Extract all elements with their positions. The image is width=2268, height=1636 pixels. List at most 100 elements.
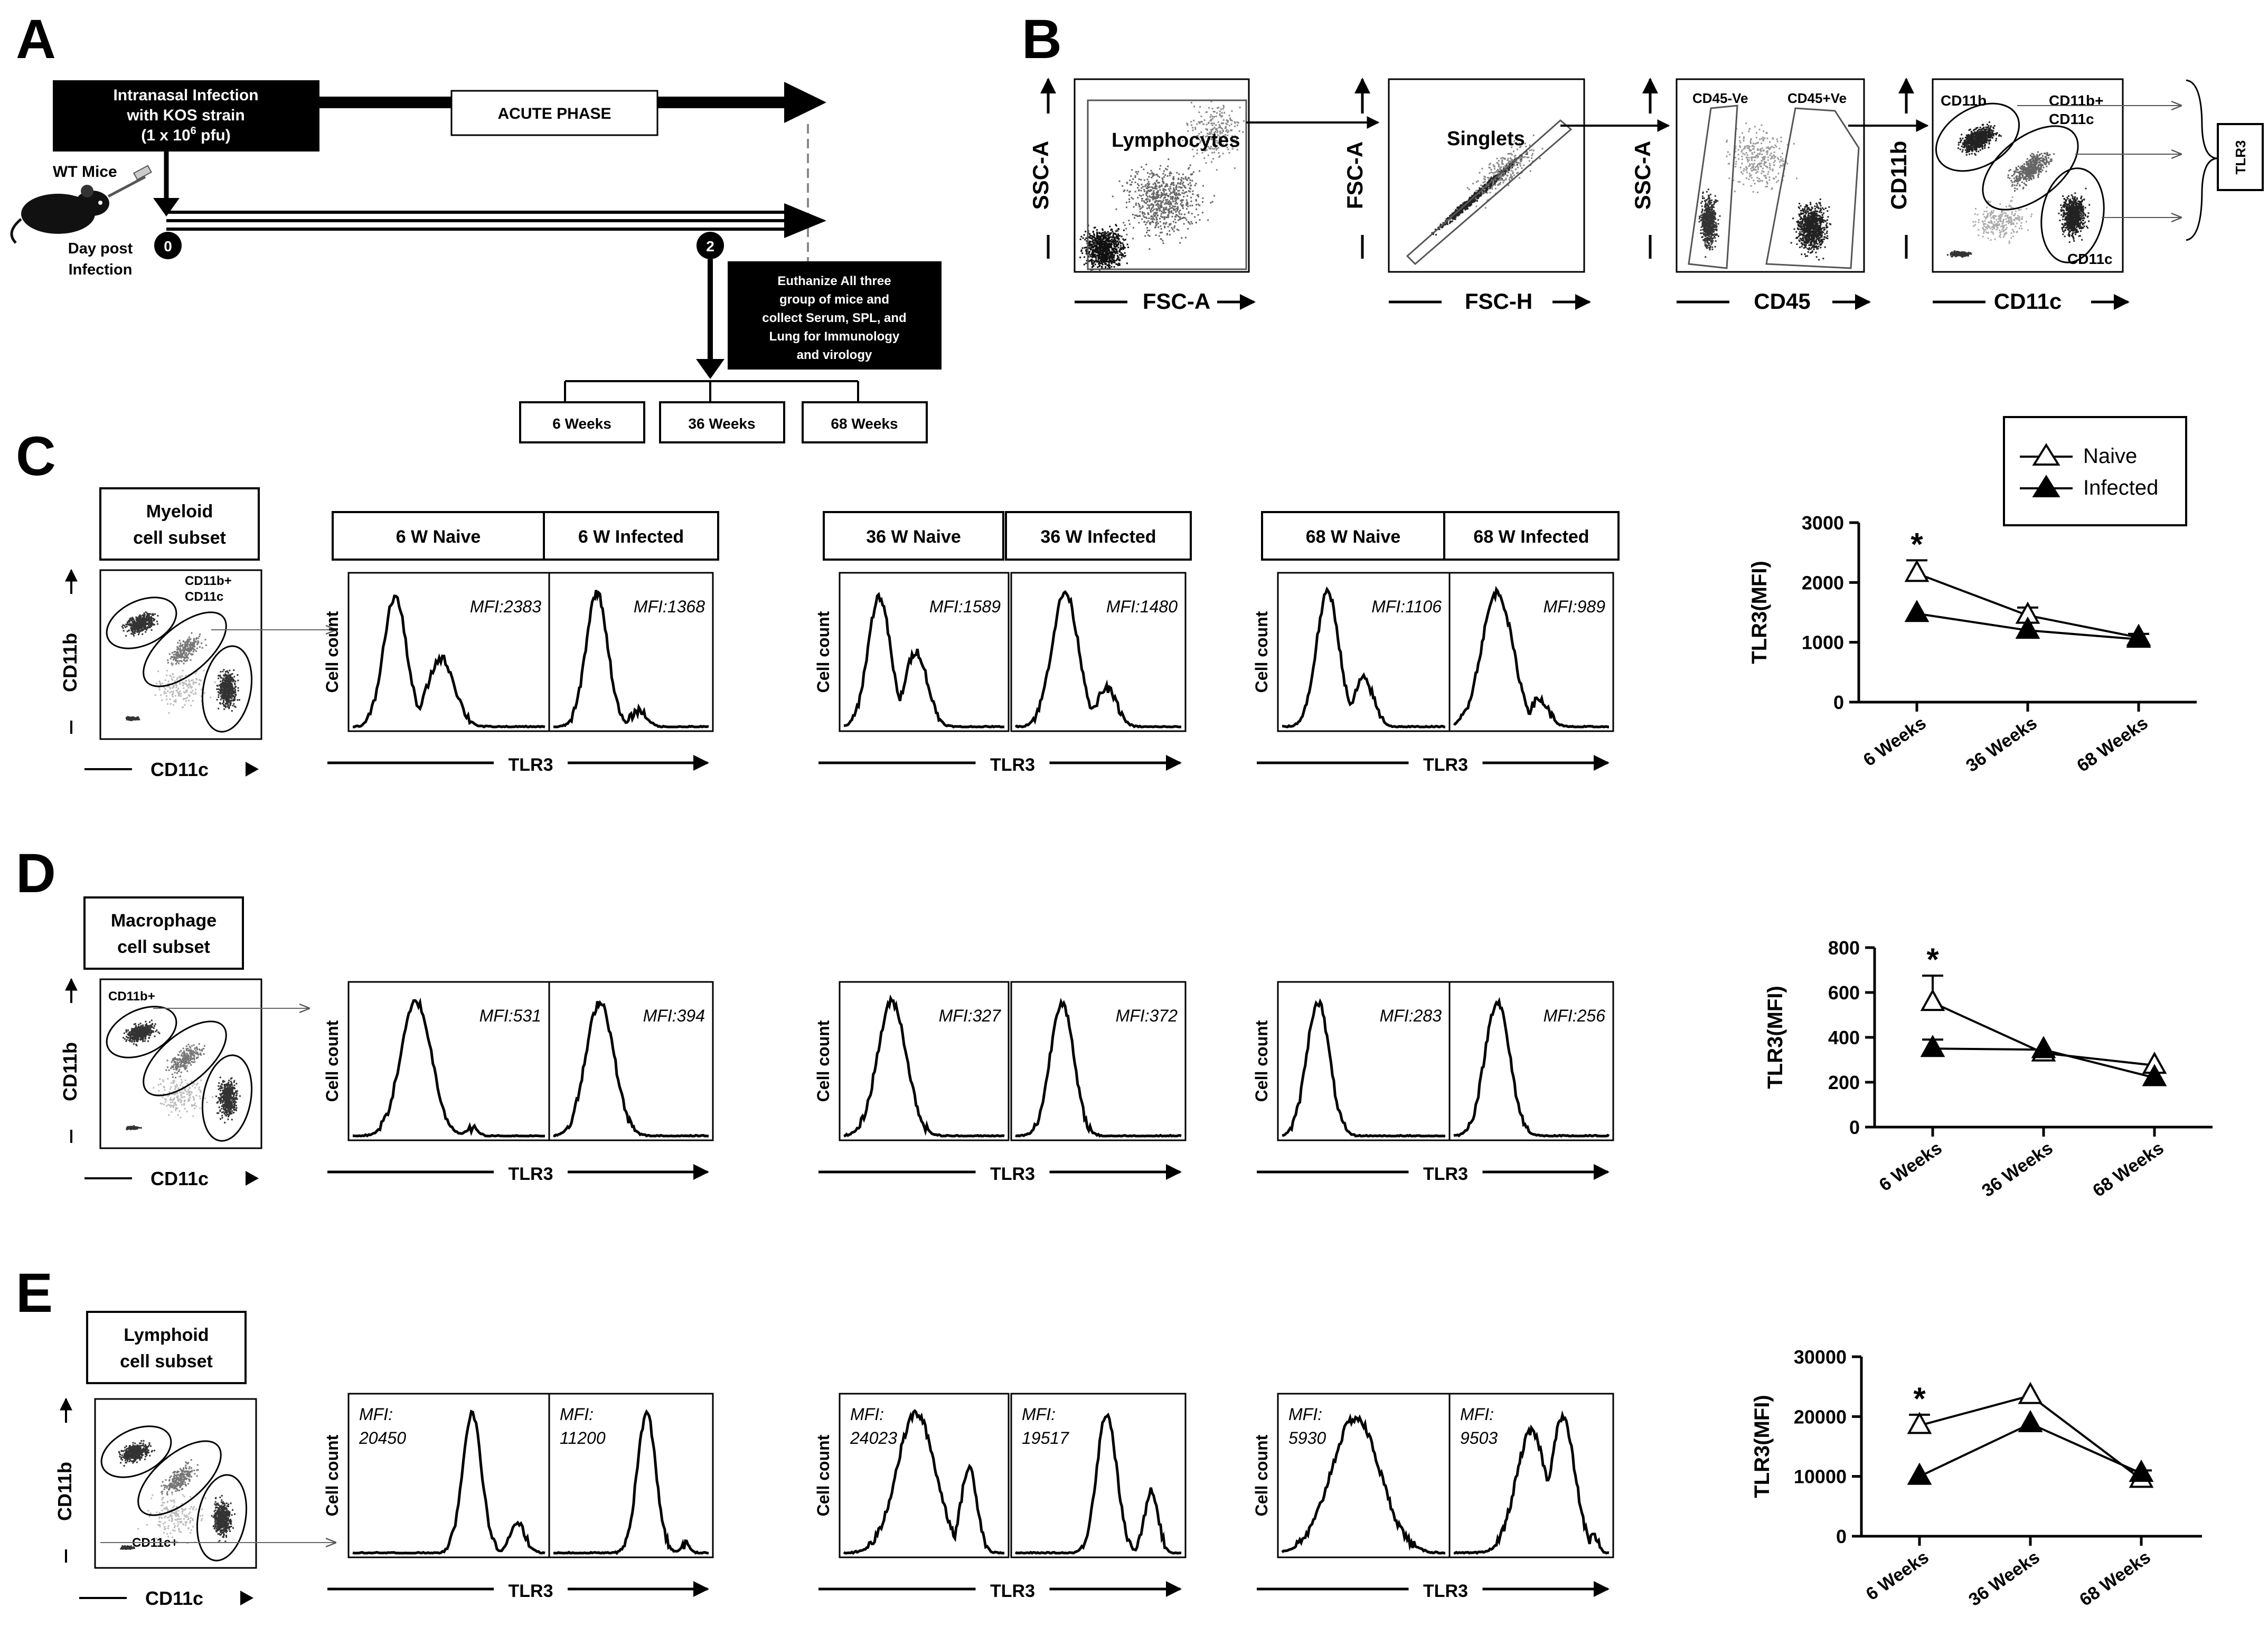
histogram: MFI: 24023 [840, 1394, 1009, 1557]
panel-letter-e: E [16, 1262, 53, 1324]
b3-x-label: CD45 [1754, 289, 1810, 314]
mfi-label: MFI:327 [939, 1006, 1002, 1025]
panel-a-timeline: Intranasal Infection with KOS strain (1 … [12, 80, 942, 442]
gate-label-cd11b-plus: CD11b+ [108, 989, 155, 1004]
cell-count-label: Cell count [814, 1434, 833, 1516]
infection-line-1: Intranasal Infection [113, 87, 258, 104]
day-post-label-1: Day post [68, 240, 133, 257]
gate-label-cd11b-plus: CD11b+ [185, 574, 232, 588]
x-tick-label: 6 Weeks [1876, 1138, 1946, 1195]
mfi-label: MFI:1368 [634, 597, 705, 616]
dot-plot-y-label: CD11b [59, 1042, 81, 1101]
histogram: MFI:327 [840, 982, 1009, 1140]
y-tick-label: 0 [1833, 692, 1844, 713]
mfi-label: MFI: [359, 1405, 393, 1424]
x-tick-label: 6 Weeks [1862, 1547, 1933, 1604]
chart-legend: Naive Infected [2004, 417, 2186, 525]
b4-x-label: CD11c [1994, 289, 2062, 314]
subset-label-line-2: cell subset [117, 937, 210, 957]
dot-plot-y-label: CD11b [59, 633, 81, 692]
x-tick-label: 36 Weeks [1978, 1138, 2056, 1201]
tlr3-axis-label: TLR3 [1423, 1581, 1468, 1601]
infection-dose-a: (1 x 10 [141, 127, 190, 144]
b2-x-label: FSC-H [1465, 289, 1532, 314]
day-post-label-2: Infection [69, 261, 133, 278]
subset-label-line-1: Lymphoid [124, 1325, 209, 1345]
cell-count-label: Cell count [323, 611, 342, 693]
y-axis-label: TLR3(MFI) [1748, 561, 1771, 664]
subset-label-line-2: cell subset [133, 528, 226, 548]
legend-naive-label: Naive [2083, 445, 2137, 468]
legend-infected-label: Infected [2083, 476, 2158, 499]
y-tick-label: 30000 [1794, 1346, 1847, 1368]
gate-cd11b-plus: CD11b+ [2049, 92, 2104, 109]
b1-y-label: SSC-A [1028, 141, 1053, 210]
x-tick-label: 6 Weeks [1860, 713, 1930, 770]
mfi-label: MFI: [850, 1405, 884, 1424]
significance-asterisk: * [1926, 942, 1939, 977]
mfi-value: 24023 [850, 1429, 897, 1448]
mfi-label: MFI:1480 [1106, 597, 1178, 616]
euthanize-line-4: Lung for Immunology [769, 329, 900, 344]
significance-asterisk: * [1913, 1381, 1926, 1416]
dot-plot-y-label: CD11b [54, 1462, 76, 1521]
histogram: MFI:531 [349, 982, 549, 1140]
infected-point [2033, 1038, 2054, 1057]
y-axis-label: TLR3(MFI) [1764, 986, 1787, 1089]
mfi-label: MFI:1106 [1371, 597, 1442, 616]
gate-cd45-neg: CD45-Ve [1692, 90, 1748, 106]
y-tick-label: 20000 [1794, 1406, 1847, 1427]
x-tick-label: 68 Weeks [2076, 1547, 2154, 1610]
dot-plot-x-label: CD11c [145, 1587, 203, 1609]
gate-cd45-pos: CD45+Ve [1787, 90, 1847, 106]
histogram: MFI:394 [549, 982, 713, 1140]
y-axis-label: TLR3(MFI) [1751, 1395, 1774, 1498]
y-tick-label: 400 [1828, 1027, 1860, 1048]
histogram: MFI:9503 [1450, 1394, 1613, 1557]
tlr3-axis-label: TLR3 [990, 755, 1035, 775]
subset-label-line-1: Macrophage [111, 911, 217, 931]
cell-count-label: Cell count [323, 1020, 342, 1102]
y-tick-label: 2000 [1802, 572, 1844, 593]
group-label: 68 W Infected [1473, 527, 1589, 547]
mfi-label: MFI: [560, 1405, 594, 1424]
tlr3-axis-label: TLR3 [509, 1581, 553, 1601]
day-2-marker: 2 [706, 238, 714, 254]
x-tick-label: 68 Weeks [2073, 713, 2151, 776]
gate-cd11c: CD11c [2067, 251, 2113, 267]
mfi-label: MFI:989 [1544, 597, 1606, 616]
infected-point [1909, 1465, 1930, 1484]
cell-count-label: Cell count [323, 1434, 342, 1516]
b3-y-label: SSC-A [1630, 141, 1655, 210]
x-tick-label: 36 Weeks [1962, 713, 2040, 776]
wt-mice-label: WT Mice [53, 163, 117, 181]
mfi-label: MFI:394 [643, 1006, 705, 1025]
tlr3-axis-label: TLR3 [1423, 1164, 1468, 1184]
gate-singlets: Singlets [1447, 128, 1525, 150]
panel-letter-b: B [1022, 8, 1062, 70]
group-68-weeks: 68 Weeks [831, 415, 898, 432]
significance-asterisk: * [1911, 526, 1923, 562]
infection-dose-exp: 6 [191, 125, 196, 137]
tlr3-axis-label: TLR3 [1423, 755, 1468, 775]
histogram: MFI:11200 [549, 1394, 713, 1557]
tlr3-box-label: TLR3 [2233, 140, 2248, 175]
mfi-value: 5930 [1288, 1429, 1326, 1448]
y-tick-label: 1000 [1802, 632, 1844, 654]
naive-point [1906, 562, 1927, 581]
panel-letter-c: C [16, 425, 56, 487]
day-0-marker: 0 [164, 238, 172, 254]
x-tick-label: 36 Weeks [1965, 1547, 2043, 1610]
infection-line-3: (1 x 106 pfu) [141, 125, 231, 144]
